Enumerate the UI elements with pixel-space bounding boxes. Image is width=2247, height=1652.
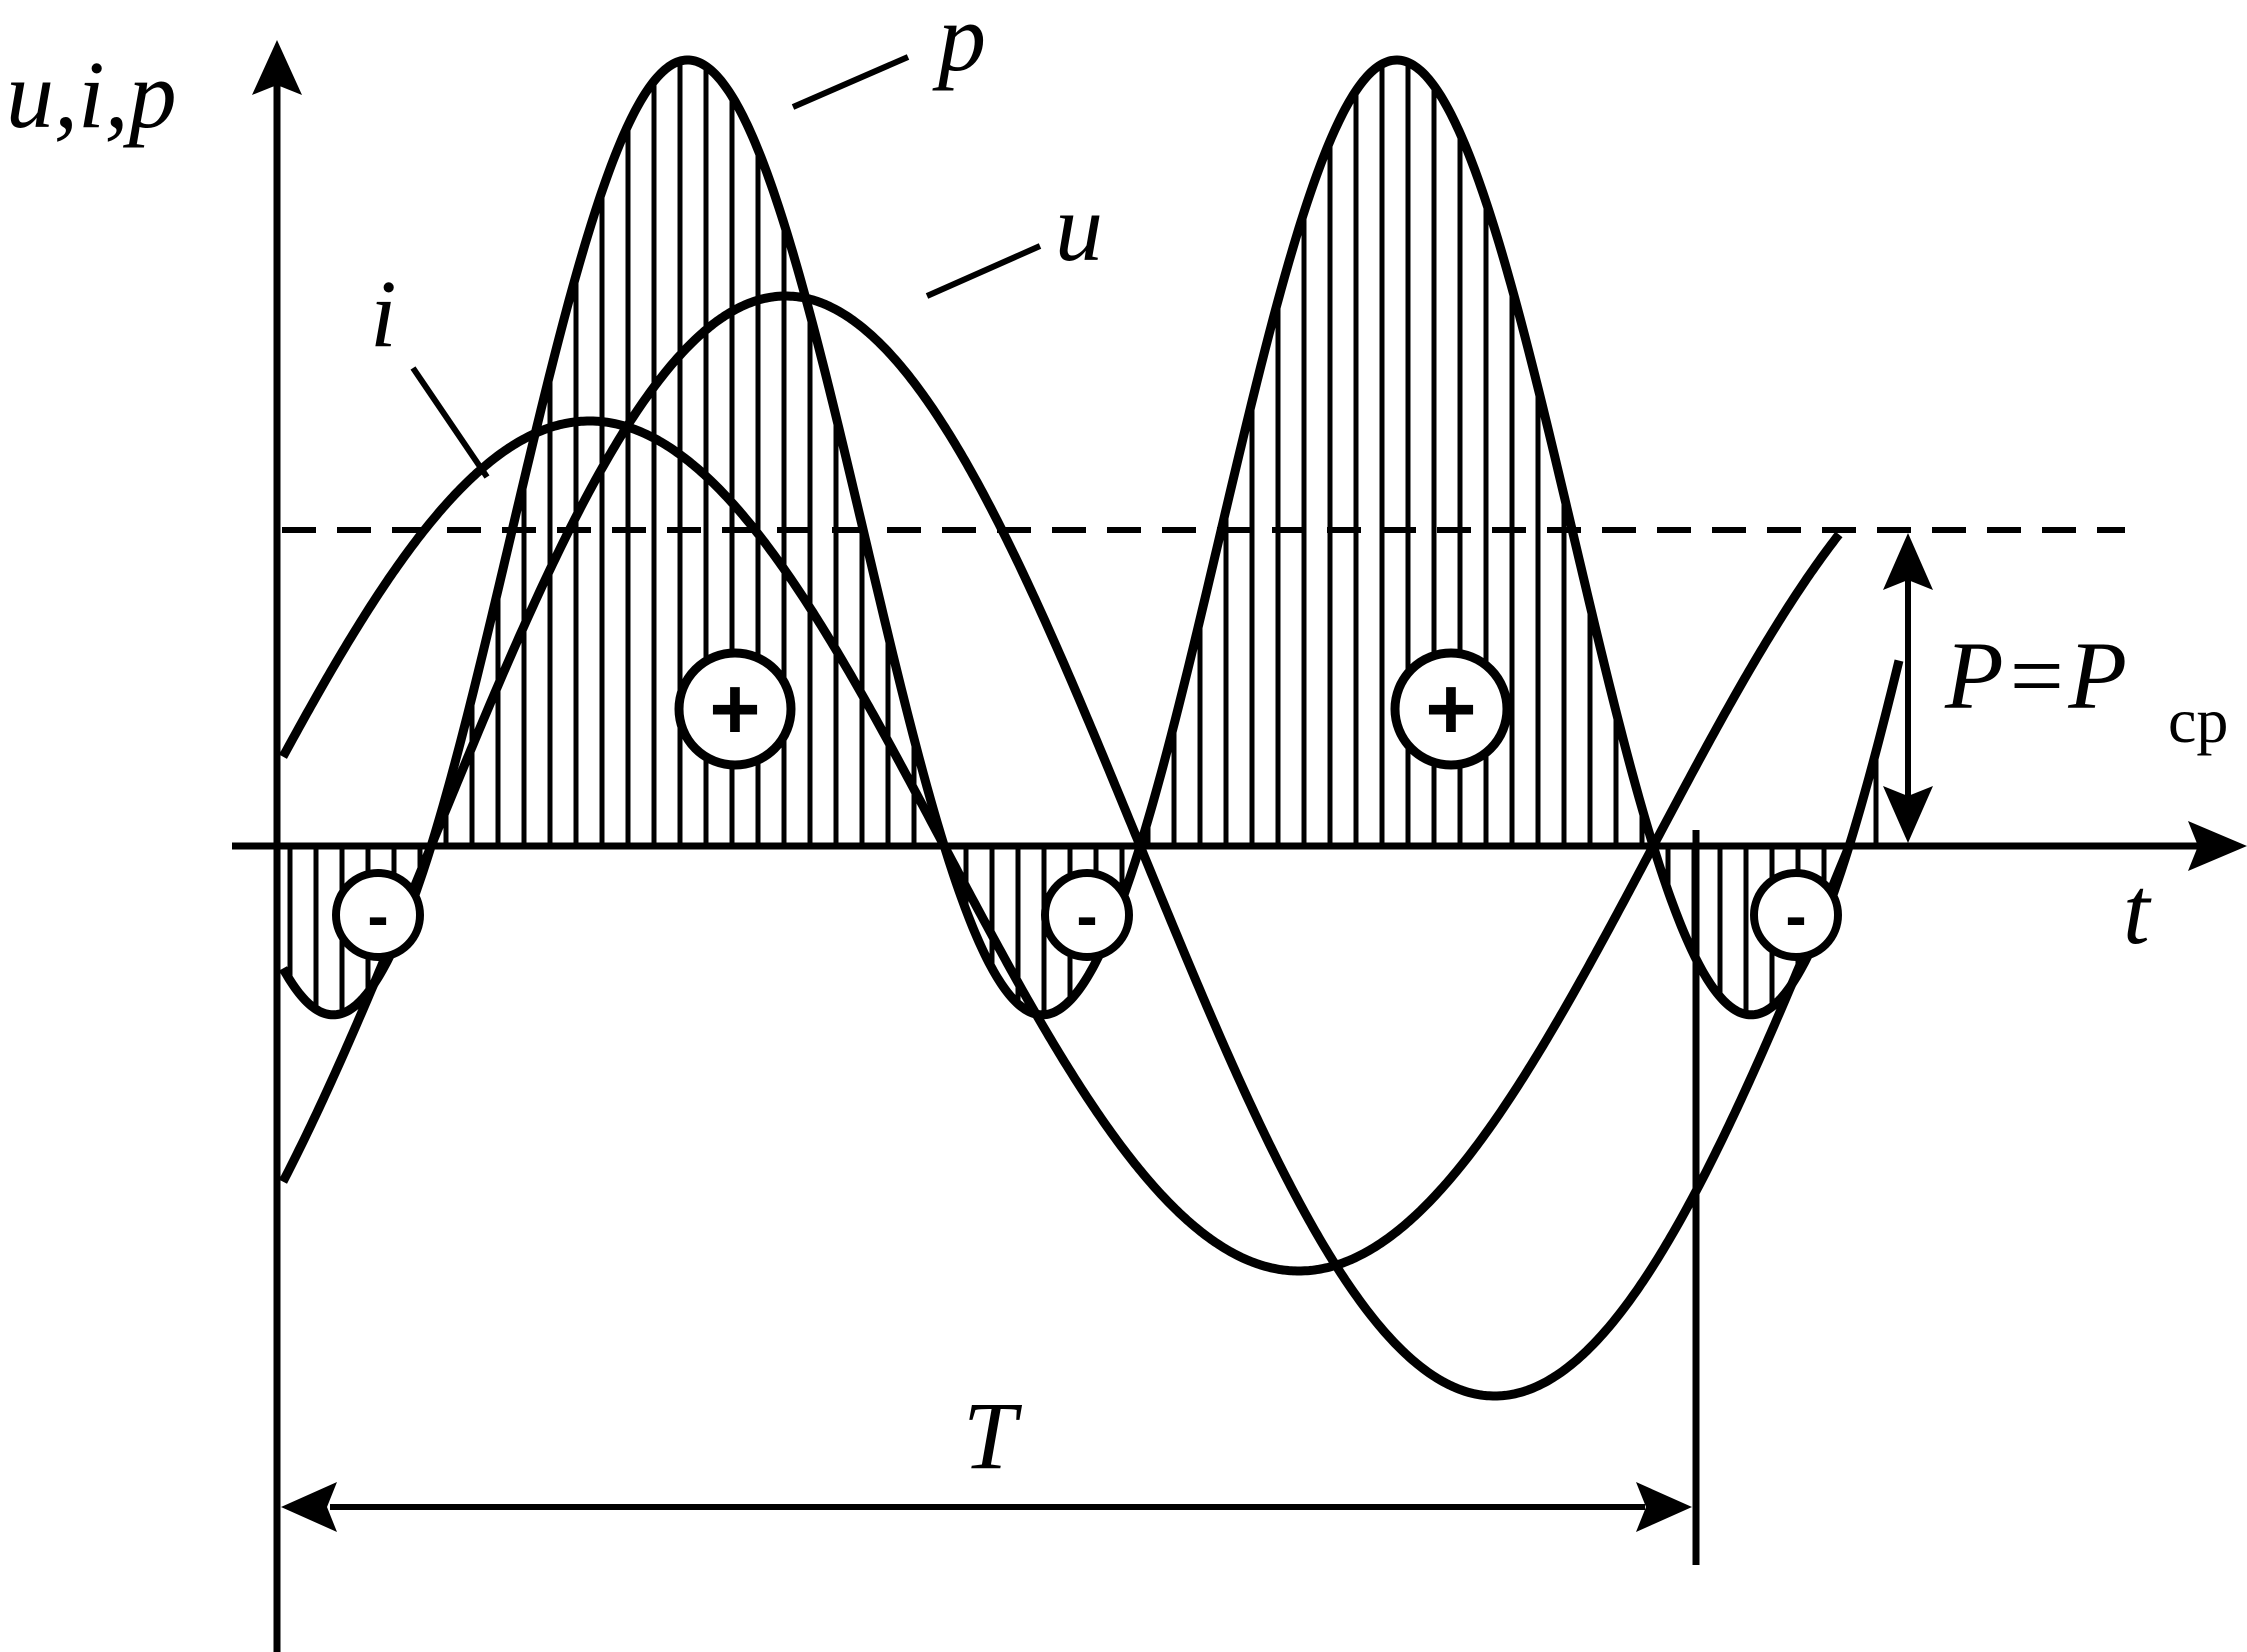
average-power-label: P=P	[1944, 622, 2127, 729]
period-label: T	[963, 1382, 1023, 1489]
avg-power-arrow-up-icon	[1883, 533, 1933, 590]
period-arrow-right-icon	[1636, 1482, 1692, 1532]
p-curve-label: p	[932, 0, 986, 91]
u-leader-line	[925, 243, 1042, 299]
u-curve-label: u	[1055, 174, 1103, 281]
positive-marker-1: +	[674, 648, 796, 770]
p-leader-line	[791, 54, 910, 110]
average-power-subscript: cp	[2168, 685, 2228, 756]
i-leader-line	[410, 366, 490, 479]
positive-power-hatching	[443, 61, 1879, 846]
voltage-curve-u	[278, 291, 1854, 1401]
x-axis-label: t	[2123, 857, 2152, 964]
negative-marker-1: -	[332, 869, 424, 961]
x-axis-arrow-icon	[2188, 821, 2247, 871]
power-curve-p	[279, 55, 1904, 1020]
negative-marker-3: -	[1750, 869, 1842, 961]
negative-marker-2: -	[1041, 869, 1133, 961]
minus-sign: -	[1785, 880, 1806, 952]
i-curve-label: i	[370, 260, 397, 367]
plus-sign: +	[709, 659, 760, 758]
avg-power-arrow-down-icon	[1883, 786, 1933, 843]
plus-sign: +	[1425, 659, 1476, 758]
minus-sign: -	[367, 880, 388, 952]
minus-sign: -	[1076, 880, 1097, 952]
positive-marker-2: +	[1390, 648, 1512, 770]
current-curve-i	[279, 416, 1843, 1276]
period-arrow-left-icon	[281, 1482, 337, 1532]
y-axis-arrow-icon	[252, 40, 302, 95]
y-axis-label: u,i,p	[6, 41, 177, 148]
